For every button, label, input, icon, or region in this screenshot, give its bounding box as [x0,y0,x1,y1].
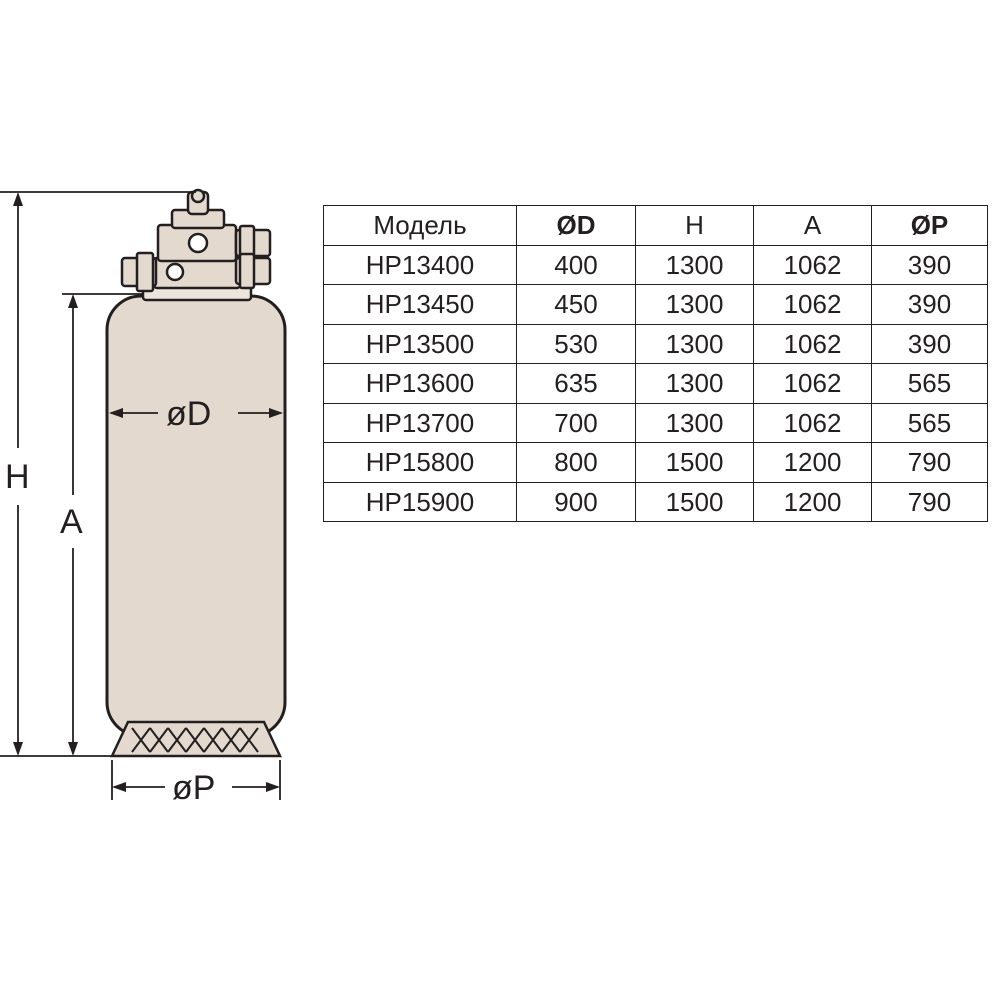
cell-model: HP15800 [323,442,517,483]
table-row: HP15800 800 1500 1200 790 [323,442,988,483]
table-row: HP13450 450 1300 1062 390 [323,284,988,325]
header-model: Модель [323,205,517,246]
cell-P: 565 [871,402,988,443]
cell-model: HP13700 [323,402,517,443]
cell-P: 565 [871,363,988,404]
spec-table: Модель ØD H A ØP HP13400 400 1300 1062 3… [323,205,988,522]
dimension-A [62,293,142,756]
cell-P: 390 [871,323,988,364]
cell-P: 390 [871,244,988,285]
cell-H: 1300 [635,284,754,325]
table-header-row: Модель ØD H A ØP [323,205,988,246]
cell-A: 1062 [753,284,872,325]
cell-A: 1200 [753,442,872,483]
cell-D: 635 [516,363,636,404]
table-row: HP13400 400 1300 1062 390 [323,244,988,285]
dimension-P [111,760,281,800]
cell-H: 1500 [635,481,754,522]
label-A: A [60,503,83,541]
cell-D: 450 [516,284,636,325]
cell-model: HP13600 [323,363,517,404]
cell-A: 1200 [753,481,872,522]
tank-base [110,720,282,758]
cell-A: 1062 [753,323,872,364]
dimension-H [0,191,196,757]
cell-P: 790 [871,442,988,483]
cell-model: HP13500 [323,323,517,364]
label-P: øP [172,769,215,807]
label-D: øD [166,395,211,433]
header-P: ØP [871,205,988,246]
label-H: H [5,458,30,496]
table-row: HP13700 700 1300 1062 565 [323,402,988,443]
cell-H: 1300 [635,323,754,364]
tank-body [105,294,287,738]
cell-H: 1300 [635,244,754,285]
cell-A: 1062 [753,363,872,404]
cell-H: 1300 [635,402,754,443]
cell-model: HP13400 [323,244,517,285]
cell-A: 1062 [753,244,872,285]
cell-model: HP13450 [323,284,517,325]
cell-model: HP15900 [323,481,517,522]
cell-P: 390 [871,284,988,325]
header-H: H [635,205,754,246]
cell-P: 790 [871,481,988,522]
cell-D: 700 [516,402,636,443]
cell-D: 900 [516,481,636,522]
cell-D: 400 [516,244,636,285]
cell-D: 530 [516,323,636,364]
table-row: HP15900 900 1500 1200 790 [323,481,988,522]
cell-H: 1300 [635,363,754,404]
header-A: A [753,205,872,246]
header-D: ØD [516,205,636,246]
table-row: HP13500 530 1300 1062 390 [323,323,988,364]
cell-D: 800 [516,442,636,483]
dimension-D [109,408,283,418]
cell-A: 1062 [753,402,872,443]
table-row: HP13600 635 1300 1062 565 [323,363,988,404]
cell-H: 1500 [635,442,754,483]
multiport-valve [120,188,272,293]
